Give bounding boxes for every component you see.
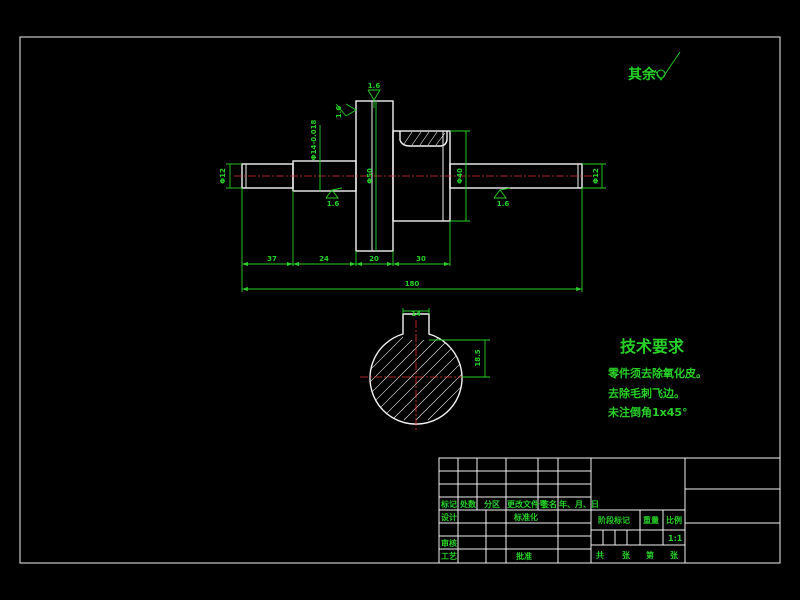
roughness-rest-label: 其余 xyxy=(628,66,657,83)
sheet-border xyxy=(19,36,781,564)
dim-key-width: 14 xyxy=(411,310,421,318)
roughness-mark-right-end: 1.6 xyxy=(493,187,511,208)
tech-req-title: 技术要求 xyxy=(620,337,685,356)
roughness-circle-symbol xyxy=(656,69,666,79)
shaft-front-view xyxy=(234,100,592,252)
tb-review: 审核 xyxy=(441,538,457,548)
tb-stage-mark: 阶段标记 xyxy=(598,515,630,525)
svg-text:1.6: 1.6 xyxy=(368,82,381,90)
dim-total-length: 180 xyxy=(405,280,420,288)
tech-req-line-3: 未注倒角1x45° xyxy=(607,405,688,419)
tb-approve: 批准 xyxy=(516,551,532,561)
front-view-dimensions: Φ12 Φ14-0.018 Φ50 Φ40 Φ12 xyxy=(219,82,606,292)
tb-sheets-word: 张 xyxy=(622,551,631,560)
roughness-rest-note: 其余 xyxy=(628,51,681,83)
tech-req-line-1: 零件须去除氧化皮。 xyxy=(607,366,707,380)
keyway-hatch xyxy=(403,131,446,146)
roughness-mark-flange-left: 1.6 xyxy=(335,103,357,119)
tb-weight: 重量 xyxy=(643,515,659,525)
tb-sheets-total: 共 xyxy=(596,550,604,560)
dim-shoulder-diameter: Φ14-0.018 xyxy=(310,120,318,161)
dim-length-2: 24 xyxy=(319,255,329,263)
tb-doc-no: 更改文件号 xyxy=(507,499,547,509)
tb-scale-label: 比例 xyxy=(666,515,682,525)
svg-text:1.6: 1.6 xyxy=(327,200,340,208)
section-outline xyxy=(369,313,463,425)
tb-process: 工艺 xyxy=(441,551,457,561)
tb-count: 处数 xyxy=(459,499,477,509)
tb-standardize: 标准化 xyxy=(513,512,538,522)
dim-flange-diameter: Φ50 xyxy=(366,168,374,184)
tb-mark: 标记 xyxy=(440,499,457,509)
svg-text:1.6: 1.6 xyxy=(335,106,343,119)
svg-text:1.6: 1.6 xyxy=(497,200,510,208)
hub-keyway xyxy=(399,131,448,147)
keyway-section-view: 14 18.5 xyxy=(360,308,490,430)
dim-key-depth: 18.5 xyxy=(474,349,482,366)
technical-requirements: 技术要求 零件须去除氧化皮。 去除毛刺飞边。 未注倒角1x45° xyxy=(607,337,707,419)
dim-length-1: 37 xyxy=(267,255,277,263)
dim-right-end-diameter: Φ12 xyxy=(592,168,600,184)
dim-left-end-diameter: Φ12 xyxy=(219,168,227,184)
tb-scale-value: 1:1 xyxy=(668,534,683,543)
tb-sign: 签名 xyxy=(540,499,557,509)
roughness-mark-shoulder: 1.6 xyxy=(325,187,343,208)
roughness-mark-flange-top: 1.6 xyxy=(367,82,381,108)
tb-date: 年、月、日 xyxy=(559,499,599,509)
tb-zone: 分区 xyxy=(484,499,500,509)
roughness-check-symbol xyxy=(654,51,681,81)
tb-sheet-no: 第 xyxy=(646,550,654,560)
dim-length-3: 20 xyxy=(369,255,379,263)
tech-req-line-2: 去除毛刺飞边。 xyxy=(608,386,685,400)
tb-design: 设计 xyxy=(441,512,457,522)
dim-length-4: 30 xyxy=(416,255,426,263)
title-block: 标记 处数 分区 更改文件号 签名 年、月、日 设计 标准化 阶段标记 重量 比… xyxy=(438,457,781,564)
tb-sheet-word: 张 xyxy=(670,551,679,560)
dim-hub-diameter: Φ40 xyxy=(456,168,464,184)
